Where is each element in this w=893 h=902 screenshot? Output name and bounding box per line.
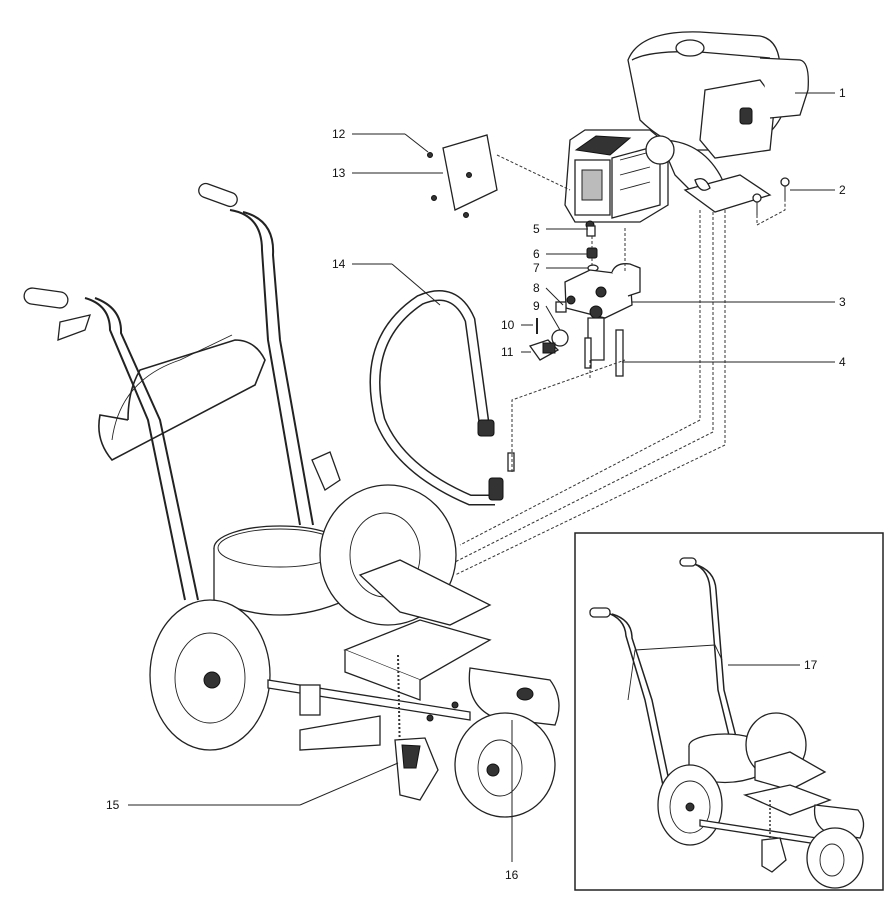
callout-9: 9 xyxy=(533,299,540,313)
callout-labels: 1 2 3 4 5 6 7 8 9 10 11 12 13 14 15 16 1… xyxy=(106,86,846,882)
cart-frame xyxy=(23,182,560,818)
callout-3: 3 xyxy=(839,295,846,309)
leader-lines xyxy=(128,92,835,862)
callout-14: 14 xyxy=(332,257,346,271)
engine xyxy=(627,31,809,213)
bolt-4 xyxy=(584,329,624,377)
callout-10: 10 xyxy=(501,318,515,332)
callout-5: 5 xyxy=(533,222,540,236)
callout-2: 2 xyxy=(839,183,846,197)
drive-housing xyxy=(564,129,675,230)
callout-12: 12 xyxy=(332,127,346,141)
mounting-screws xyxy=(752,177,790,215)
fitting-5 xyxy=(586,225,596,237)
callout-17: 17 xyxy=(804,658,818,672)
pump xyxy=(564,263,641,361)
callout-16: 16 xyxy=(505,868,519,882)
fitting-8-9 xyxy=(551,301,569,347)
fitting-6 xyxy=(586,247,598,259)
callout-13: 13 xyxy=(332,166,346,180)
assembly-guide-lines xyxy=(454,154,786,576)
callout-1: 1 xyxy=(839,86,846,100)
callout-6: 6 xyxy=(533,247,540,261)
callout-15: 15 xyxy=(106,798,120,812)
inset-assembled-view xyxy=(574,532,884,891)
callout-11: 11 xyxy=(501,345,514,359)
callout-4: 4 xyxy=(839,355,846,369)
callout-7: 7 xyxy=(533,261,540,275)
hose xyxy=(369,290,515,506)
cover-plate xyxy=(427,134,498,218)
callout-8: 8 xyxy=(533,281,540,295)
valve-11 xyxy=(528,339,560,361)
